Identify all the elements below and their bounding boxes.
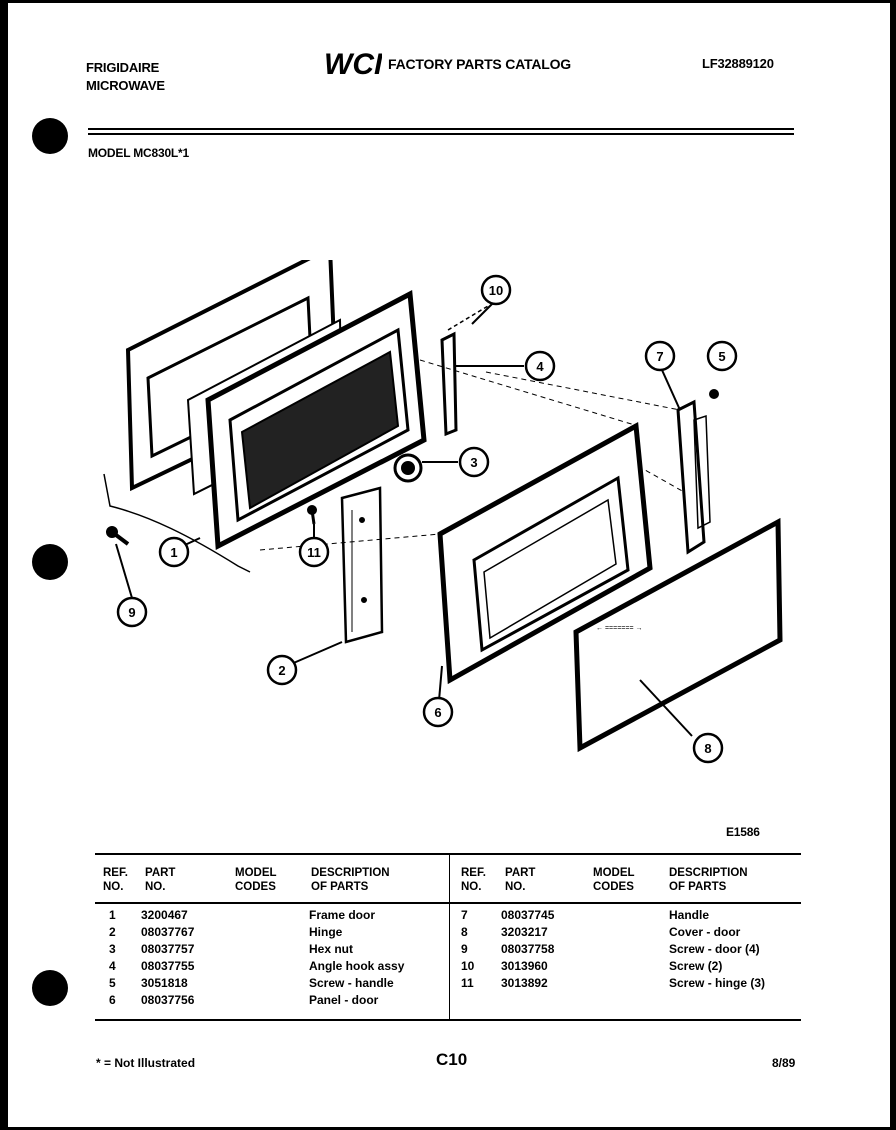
- catalog-title: FACTORY PARTS CATALOG: [388, 56, 571, 72]
- header-ref: REF.NO.: [103, 867, 128, 893]
- header-rule-bottom: [88, 133, 794, 135]
- callout-3: 3: [422, 446, 490, 478]
- page-border-bottom: [0, 1127, 896, 1130]
- callout-7: 7: [644, 340, 681, 411]
- catalog-date: 8/89: [772, 1056, 796, 1070]
- callout-6: 6: [422, 665, 454, 728]
- svg-text:3: 3: [470, 455, 477, 470]
- part-screw-door: [106, 526, 130, 546]
- callout-2: 2: [266, 641, 343, 686]
- table-rule-header: [95, 902, 801, 904]
- svg-text:2: 2: [278, 663, 285, 678]
- part-screw-hinge: [307, 505, 317, 525]
- part-handle: [676, 399, 711, 555]
- svg-text:5: 5: [718, 349, 725, 364]
- part-angle-hook: [440, 305, 489, 437]
- svg-text:10: 10: [489, 283, 503, 298]
- table-rule-bottom: [95, 1019, 801, 1021]
- part-door-frame-mesh: [205, 290, 427, 550]
- page-number: C10: [436, 1050, 468, 1069]
- svg-text:4: 4: [536, 359, 544, 374]
- page-border-left: [0, 0, 8, 1130]
- svg-text:1: 1: [170, 545, 177, 560]
- svg-text:9: 9: [128, 605, 135, 620]
- page-border-right: [890, 0, 896, 1130]
- part-screw-handle: [709, 389, 719, 399]
- wci-logo: WCI: [324, 48, 382, 78]
- svg-text:6: 6: [434, 705, 441, 720]
- table-rule-top: [95, 853, 801, 855]
- model-line: MODEL MC830L*1: [88, 146, 190, 160]
- svg-text:WCI: WCI: [324, 48, 382, 78]
- punch-hole-top: [32, 118, 68, 154]
- exploded-parts-diagram: 1 2 3 4 5 6 7 8 9 10 11 ← ======= →: [103, 260, 783, 764]
- part-cover-door: [573, 517, 783, 753]
- page-border-top: [0, 0, 896, 3]
- svg-text:11: 11: [307, 545, 321, 560]
- table-divider: [449, 853, 450, 1021]
- callout-10: 10: [471, 274, 512, 325]
- callout-11: 11: [298, 524, 330, 568]
- header-ref-right: REF.NO.: [461, 867, 486, 893]
- header-rule-top: [88, 128, 794, 130]
- callout-8: 8: [639, 679, 724, 764]
- callout-9: 9: [115, 543, 148, 628]
- svg-text:8: 8: [704, 741, 711, 756]
- callout-4: 4: [456, 350, 556, 382]
- brand-name: FRIGIDAIRE: [86, 60, 160, 75]
- callout-5: 5: [706, 340, 738, 372]
- footnote: * = Not Illustrated: [96, 1056, 196, 1070]
- catalog-number: LF32889120: [702, 56, 774, 71]
- product-name: MICROWAVE: [86, 78, 165, 93]
- punch-hole-middle: [32, 544, 68, 580]
- svg-text:7: 7: [656, 349, 663, 364]
- callout-1: 1: [158, 536, 201, 568]
- part-panel-door: [437, 421, 653, 685]
- figure-code: E1586: [726, 825, 760, 839]
- punch-hole-bottom: [32, 970, 68, 1006]
- part-hinge: [340, 486, 384, 644]
- part-hex-nut: [393, 453, 423, 483]
- cover-label: ← ======= →: [596, 625, 643, 632]
